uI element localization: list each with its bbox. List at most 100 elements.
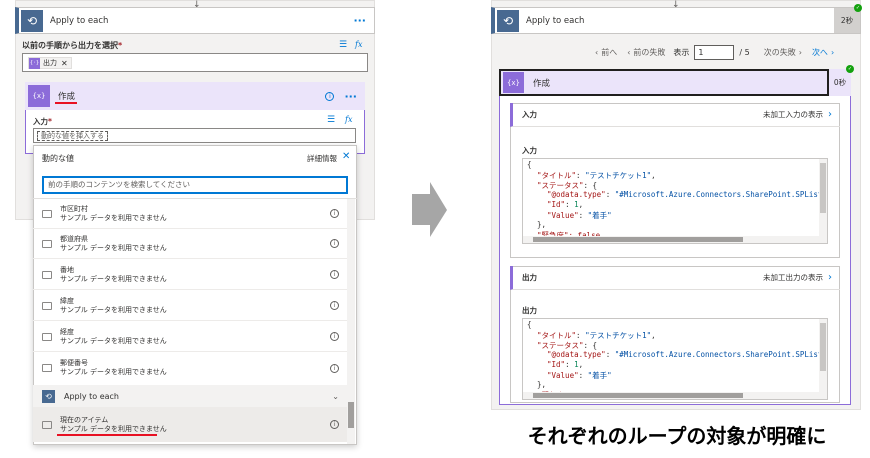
item-info-icon[interactable]: i <box>330 301 339 310</box>
section-chevron-down-icon[interactable]: ⌄ <box>332 391 339 401</box>
prev-fail-chevron-icon: ‹ <box>627 48 631 57</box>
page-number-input[interactable]: 1 <box>694 45 735 60</box>
raw-input-chevron-icon[interactable]: › <box>828 109 832 120</box>
item-info-icon[interactable]: i <box>330 363 339 373</box>
flyout-scroll-thumb[interactable] <box>348 402 354 428</box>
item-sub: サンプル データを利用できません <box>60 336 167 345</box>
input-code-line: "ステータス": { <box>537 181 598 190</box>
output-h-thumb[interactable] <box>533 393 743 398</box>
section-loop-icon: ⟲ <box>42 389 55 403</box>
input-code-line: "Value": "着手" <box>547 211 612 220</box>
detail-info-link[interactable]: 詳細情報 <box>307 154 337 163</box>
dynamic-search-input[interactable]: 前の手順のコンテンツを検索してください <box>42 176 348 194</box>
input-v-scrollbar[interactable] <box>819 159 827 243</box>
output-token[interactable]: {·} 出力 ✕ <box>28 57 72 69</box>
show-raw-input-link[interactable]: 未加工入力の表示 <box>763 110 823 119</box>
right-connector-arrow-icon: ↓ <box>672 0 680 10</box>
input-h-scrollbar[interactable] <box>523 236 827 243</box>
compose-time: 0秒 <box>829 69 851 96</box>
input-code-line: "@odata.type": "#Microsoft.Azure.Connect… <box>547 190 828 199</box>
output-h-scrollbar[interactable] <box>523 392 827 399</box>
token-label: 出力 <box>43 59 57 67</box>
input-h-thumb[interactable] <box>533 237 743 242</box>
dynamic-item[interactable]: 経度サンプル データを利用できません i <box>33 322 347 352</box>
flyout-divider <box>33 198 357 199</box>
left-loop-header[interactable]: ⟲ Apply to each ··· <box>15 7 375 34</box>
input-label: 入力 <box>522 146 537 155</box>
item-info-icon[interactable]: i <box>330 239 339 248</box>
right-arrow-icon <box>412 182 447 237</box>
loop-icon: ⟲ <box>21 9 43 32</box>
left-loop-more-icon[interactable]: ··· <box>353 14 366 27</box>
section-apply-to-each[interactable]: ⟲ Apply to each ⌄ <box>33 385 347 407</box>
flyout-close-icon[interactable]: ✕ <box>342 151 351 162</box>
input-section-header[interactable]: 入力 未加工入力の表示 › <box>510 103 840 127</box>
compose-more-icon[interactable]: ··· <box>344 89 357 103</box>
item-type-icon <box>42 209 52 218</box>
input-fx-icon[interactable]: fx <box>345 115 353 124</box>
output-v-scrollbar[interactable] <box>819 319 827 399</box>
item-type-icon <box>42 270 52 279</box>
item-title: 経度 <box>60 327 74 336</box>
current-item-info-icon[interactable]: i <box>330 420 339 429</box>
next-button[interactable]: 次へ <box>811 48 828 57</box>
output-code-line: { <box>527 320 532 329</box>
prev-fail-button[interactable]: 前の失敗 <box>633 48 666 57</box>
input-dynamic-icon[interactable]: ☰ <box>327 115 336 125</box>
right-loop-icon: ⟲ <box>497 9 519 32</box>
item-type-icon <box>42 301 52 310</box>
select-output-field[interactable]: {·} 出力 ✕ <box>22 53 368 72</box>
item-title: 郵便番号 <box>60 359 88 367</box>
current-item-row[interactable]: 現在のアイテム サンプル データを利用できません i <box>33 407 347 442</box>
next-chevron-icon: › <box>830 48 835 57</box>
left-compose-header[interactable]: {x} 作成 i ··· <box>25 82 365 110</box>
item-sub: サンプル データを利用できません <box>60 368 167 376</box>
item-title: 市区町村 <box>60 204 88 213</box>
raw-output-chevron-icon[interactable]: › <box>828 272 832 283</box>
compose-input-field[interactable]: 動的な値を挿入する <box>33 128 356 143</box>
iteration-pager: ‹ 前へ ‹ 前の失敗 表示 1 / 5 次の失敗 › 次へ › <box>595 45 834 60</box>
prev-button[interactable]: 前へ <box>601 48 618 57</box>
item-sub: サンプル データを利用できません <box>60 243 167 252</box>
flyout-scrollbar[interactable] <box>347 199 355 444</box>
output-code-line: "ステータス": { <box>537 341 598 350</box>
left-loop-title: Apply to each <box>50 15 109 26</box>
item-info-icon[interactable]: i <box>330 332 339 341</box>
expression-fx-icon[interactable]: fx <box>355 40 363 49</box>
compose-info-icon[interactable]: i <box>325 91 335 101</box>
output-section-header[interactable]: 出力 未加工出力の表示 › <box>510 266 840 290</box>
section-apply-label: Apply to each <box>64 391 119 401</box>
dynamic-item[interactable]: 番地サンプル データを利用できません i <box>33 260 347 290</box>
dynamic-item[interactable]: 郵便番号サンプル データを利用できません i <box>33 353 347 383</box>
input-code-line: "タイトル": "テストチケット1", <box>537 171 656 180</box>
display-label: 表示 <box>673 48 690 57</box>
token-remove-icon[interactable]: ✕ <box>61 58 68 68</box>
output-v-thumb[interactable] <box>820 323 826 371</box>
output-code-line: "@odata.type": "#Microsoft.Azure.Connect… <box>547 350 828 359</box>
item-sub: サンプル データを利用できません <box>60 213 167 222</box>
dynamic-item[interactable]: 市区町村サンプル データを利用できません i <box>33 199 347 229</box>
connector-arrow-icon: ↓ <box>193 0 201 10</box>
input-code-box[interactable]: {"タイトル": "テストチケット1","ステータス": {"@odata.ty… <box>522 158 828 244</box>
dynamic-content-icon[interactable]: ☰ <box>339 40 348 50</box>
item-title: 番地 <box>60 265 74 274</box>
right-compose-header[interactable]: {x} 作成 <box>499 69 829 96</box>
item-info-icon[interactable]: i <box>330 270 339 279</box>
show-raw-output-link[interactable]: 未加工出力の表示 <box>763 273 823 282</box>
insert-dynamic-value-placeholder[interactable]: 動的な値を挿入する <box>37 131 108 141</box>
select-output-label: 以前の手順から出力を選択* <box>22 41 123 50</box>
left-compose-title: 作成 <box>58 92 76 102</box>
next-fail-button[interactable]: 次の失敗 <box>763 48 796 57</box>
item-info-icon[interactable]: i <box>330 209 339 218</box>
input-code-line: }, <box>537 220 547 229</box>
item-title: 緯度 <box>60 296 74 305</box>
right-loop-header[interactable]: ⟲ Apply to each 2秒 <box>491 7 861 34</box>
right-loop-title: Apply to each <box>526 15 585 26</box>
input-v-thumb[interactable] <box>820 163 826 214</box>
output-code-box[interactable]: {"タイトル": "テストチケット1","ステータス": {"@odata.ty… <box>522 318 828 400</box>
right-compose-title: 作成 <box>533 78 551 89</box>
item-sub: サンプル データを利用できません <box>60 274 167 283</box>
output-code-line: }, <box>537 380 547 389</box>
